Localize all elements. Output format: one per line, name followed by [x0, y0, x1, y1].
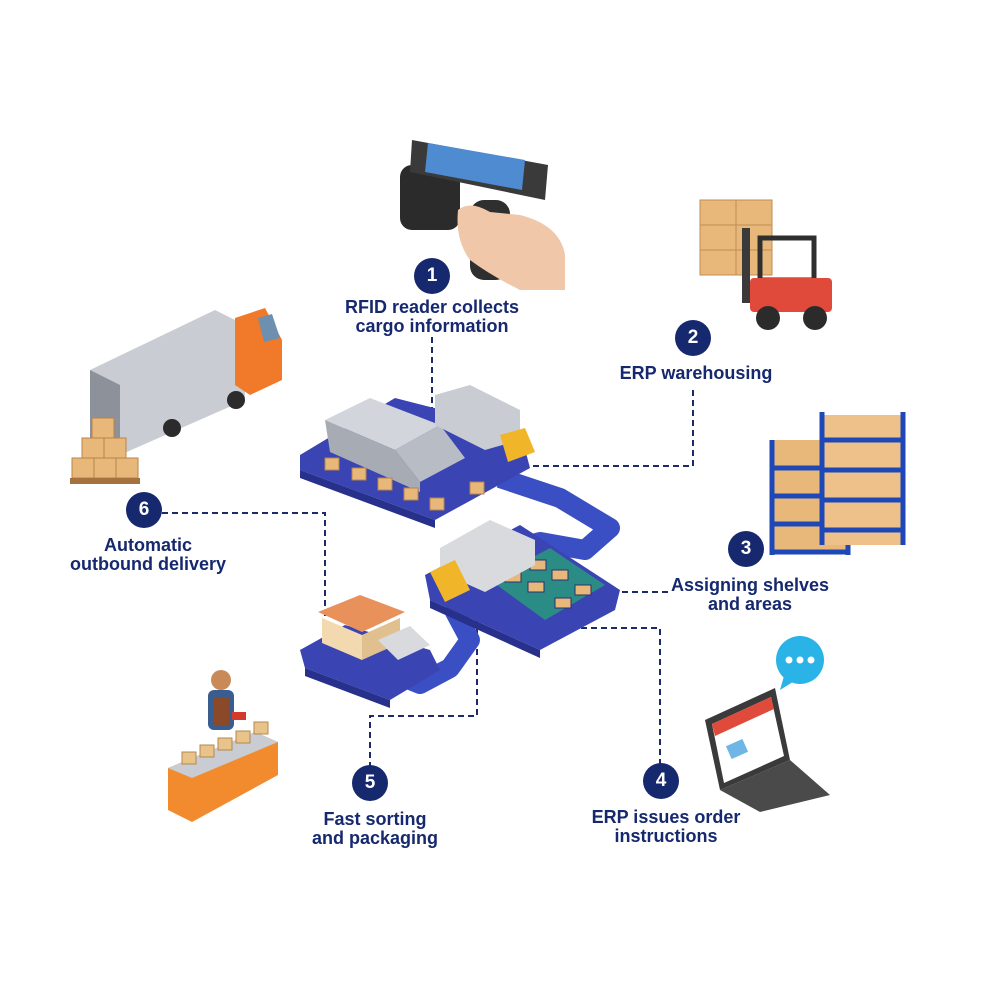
step-2-label: ERP warehousing [596, 364, 796, 383]
truck-wheel-2 [227, 391, 245, 409]
sorting-truck-trailer [440, 520, 535, 592]
storage-racks-illustration [769, 412, 906, 555]
warehouse-wall [325, 420, 420, 492]
forklift-wheel-front [756, 306, 780, 330]
laptop-keyboard [720, 760, 830, 812]
step-6-badge: 6 [126, 492, 162, 528]
forklift-illustration [699, 199, 832, 330]
rfid-reader-body [400, 165, 460, 230]
worker-apron [213, 698, 229, 726]
platform-top-edge [300, 470, 435, 528]
platform-bottom-edge [305, 668, 390, 708]
dock-truck-cab [500, 428, 535, 462]
step-1-label: RFID reader collects cargo information [332, 298, 532, 336]
pallet-boxes-top [324, 457, 485, 511]
forklift-body [750, 278, 832, 312]
laptop-illustration [705, 636, 830, 812]
worker-head [211, 670, 231, 690]
sorting-worker-illustration [168, 670, 278, 822]
red-scanner [232, 712, 246, 720]
step-4-label-line-2: instructions [614, 826, 718, 846]
conveyor-boxes [181, 721, 269, 765]
hand [457, 205, 565, 290]
warehouse-roof-right [395, 425, 465, 482]
conveyor-belt [168, 732, 278, 822]
step-5-label-line-2: and packaging [311, 828, 439, 848]
truck-wheel-1 [163, 419, 181, 437]
step-2-label-line-1: ERP warehousing [619, 363, 773, 383]
laptop-header-bar [712, 697, 774, 736]
rfid-reader-screen [425, 143, 525, 190]
rack-right [819, 412, 906, 545]
forklift-wheel-back [803, 306, 827, 330]
step-5-label-line-1: Fast sorting [323, 809, 427, 829]
step-4-label-line-1: ERP issues order [591, 807, 741, 827]
delivery-truck-illustration [70, 308, 282, 484]
step-1-label-line-2: cargo information [355, 316, 509, 336]
step-1-badge: 1 [414, 258, 450, 294]
truck-trailer [90, 310, 245, 455]
shop-wall [322, 618, 362, 660]
warehouse-roof-left [325, 398, 440, 450]
sorting-racks [504, 559, 592, 609]
shop-roof [318, 595, 405, 632]
step-1-label-line-1: RFID reader collects [344, 297, 520, 317]
step-6-label-line-2: outbound delivery [69, 554, 226, 574]
dock-truck-trailer [435, 385, 520, 450]
warehouse-campus-illustration [300, 385, 620, 708]
laptop-content-block [725, 738, 749, 760]
sorting-truck-cab [430, 560, 470, 602]
connector-5 [369, 618, 478, 768]
shop-van [378, 626, 430, 660]
connector-4 [570, 627, 661, 765]
step-3-badge: 3 [728, 531, 764, 567]
forklift-mast [742, 228, 750, 303]
platform-middle-edge [430, 600, 540, 658]
outbound-pallet [70, 478, 140, 484]
step-3-label-line-2: and areas [707, 594, 793, 614]
step-4-badge: 4 [643, 763, 679, 799]
connector-2 [520, 390, 694, 467]
outbound-boxes [71, 417, 139, 479]
step-5-label: Fast sorting and packaging [275, 810, 475, 848]
step-4-label: ERP issues order instructions [566, 808, 766, 846]
step-3-label-line-1: Assigning shelves [670, 575, 830, 595]
step-6-label-line-1: Automatic [103, 535, 192, 555]
truck-cab [235, 308, 282, 395]
connector-6 [162, 512, 326, 630]
step-5-badge: 5 [352, 765, 388, 801]
step-6-label: Automatic outbound delivery [48, 536, 248, 574]
step-2-badge: 2 [675, 320, 711, 356]
connector-lines [162, 337, 694, 768]
truck-window [258, 314, 280, 342]
step-3-label: Assigning shelves and areas [650, 576, 850, 614]
rfid-reader-illustration [400, 140, 565, 290]
